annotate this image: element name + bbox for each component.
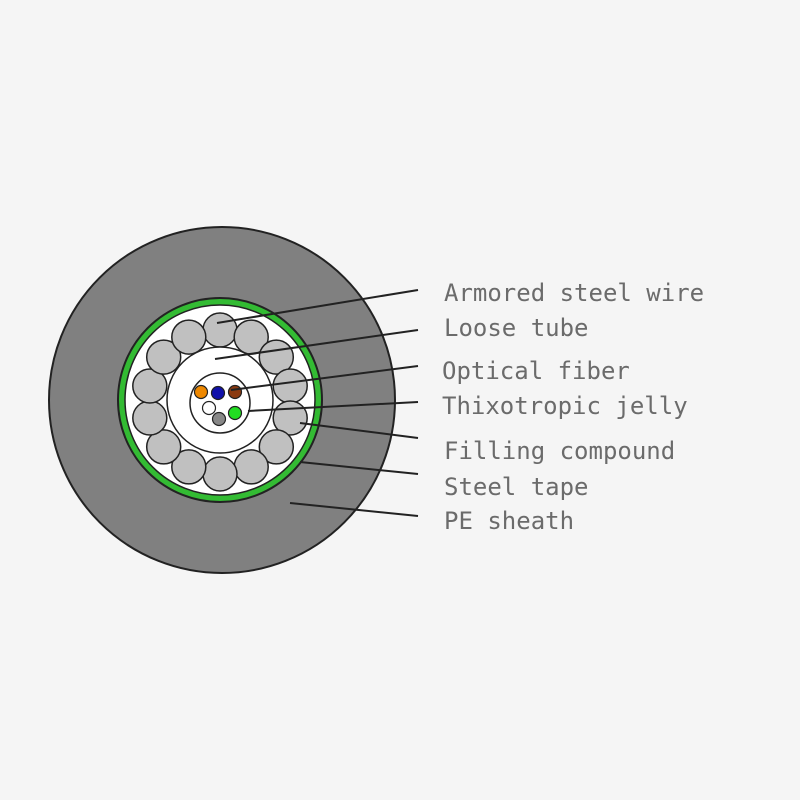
label-optical-fiber: Optical fiber: [442, 357, 630, 385]
label-loose-tube: Loose tube: [444, 314, 589, 342]
armored-steel-wire: [233, 449, 269, 485]
armored-steel-wire: [132, 400, 168, 436]
armored-steel-wires: [132, 312, 308, 492]
label-armored-steel-wire: Armored steel wire: [444, 279, 705, 307]
optical-fiber: [211, 411, 227, 427]
leader-line-thixotropic-jelly: [247, 401, 419, 412]
leader-line-optical-fiber: [230, 365, 419, 391]
optical-fiber: [227, 405, 243, 421]
armored-steel-wire: [132, 368, 168, 404]
optical-fiber: [193, 384, 209, 400]
label-filling-compound: Filling compound: [444, 437, 676, 465]
armored-steel-wire: [145, 429, 182, 465]
label-thixotropic-jelly: Thixotropic jelly: [442, 392, 688, 420]
armored-steel-wire: [171, 449, 207, 485]
armored-steel-wire: [272, 368, 308, 404]
armored-steel-wire: [145, 339, 182, 375]
armored-steel-wire: [171, 319, 207, 355]
optical-fibers: [193, 384, 243, 427]
leader-line-loose-tube: [214, 329, 419, 360]
label-steel-tape: Steel tape: [444, 473, 589, 501]
armored-steel-wire: [202, 456, 238, 492]
optical-fiber: [227, 384, 243, 400]
optical-fiber: [210, 385, 226, 401]
leader-line-filling-compound: [299, 422, 419, 439]
armored-steel-wire: [258, 429, 295, 465]
leader-lines: [214, 289, 419, 517]
leader-line-steel-tape: [299, 461, 419, 475]
armored-steel-wire: [202, 312, 238, 348]
leader-line-pe-sheath: [289, 502, 419, 517]
optical-fiber: [201, 400, 217, 416]
label-pe-sheath: PE sheath: [444, 507, 575, 535]
leader-line-armored-steel-wire: [216, 289, 419, 324]
